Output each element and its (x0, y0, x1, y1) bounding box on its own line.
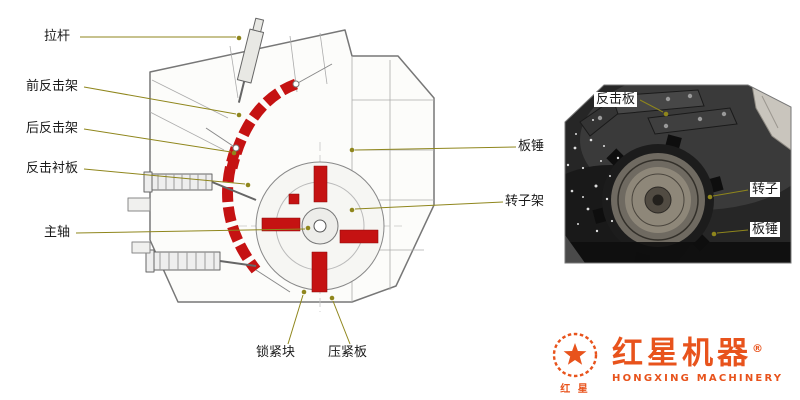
material-speckles (566, 119, 620, 233)
label-main-shaft: 主轴 (44, 225, 71, 240)
machine-diagram (127, 17, 435, 312)
left-brackets (127, 197, 151, 254)
interior-photo (564, 84, 792, 264)
impact-liner-segments (222, 78, 299, 274)
label-front-impact-frame: 前反击架 (26, 79, 79, 94)
photo-rotor (592, 134, 724, 263)
blow-bars (261, 165, 379, 293)
star-emblem: 红 星 (548, 331, 602, 395)
label-press-plate: 压紧板 (328, 345, 368, 360)
label-lock-block: 锁紧块 (256, 345, 296, 360)
label-rear-impact-frame: 后反击架 (26, 121, 79, 136)
leader-lines (75, 35, 749, 345)
tension-device-upper (143, 171, 257, 201)
brand-cn-text: 红星机器 (612, 335, 752, 372)
registered-mark: ® (752, 342, 763, 355)
label-rotor-frame: 转子架 (505, 194, 545, 209)
photo-impact-plates (579, 89, 738, 137)
label-photo-rotor: 转子 (750, 182, 781, 197)
hongxing-logo: 红 星 红星机器® HONGXING MACHINERY (548, 331, 783, 395)
label-pull-rod: 拉杆 (44, 29, 71, 44)
emblem-caption: 红 星 (560, 384, 590, 395)
label-photo-blow-bar: 板锤 (750, 222, 781, 237)
tension-device-lower (145, 249, 257, 273)
brand-text-block: 红星机器® HONGXING MACHINERY (612, 332, 783, 384)
star-emblem-icon (552, 332, 598, 378)
brand-name-en: HONGXING MACHINERY (612, 373, 784, 385)
hinge-pivots (232, 80, 300, 152)
label-blow-bar: 板锤 (518, 139, 545, 154)
frame-arms (205, 63, 333, 293)
pull-rod-part (236, 17, 265, 103)
brand-name-cn: 红星机器® (612, 332, 783, 370)
label-photo-impact-plate: 反击板 (594, 92, 638, 107)
label-impact-liner: 反击衬板 (26, 161, 79, 176)
